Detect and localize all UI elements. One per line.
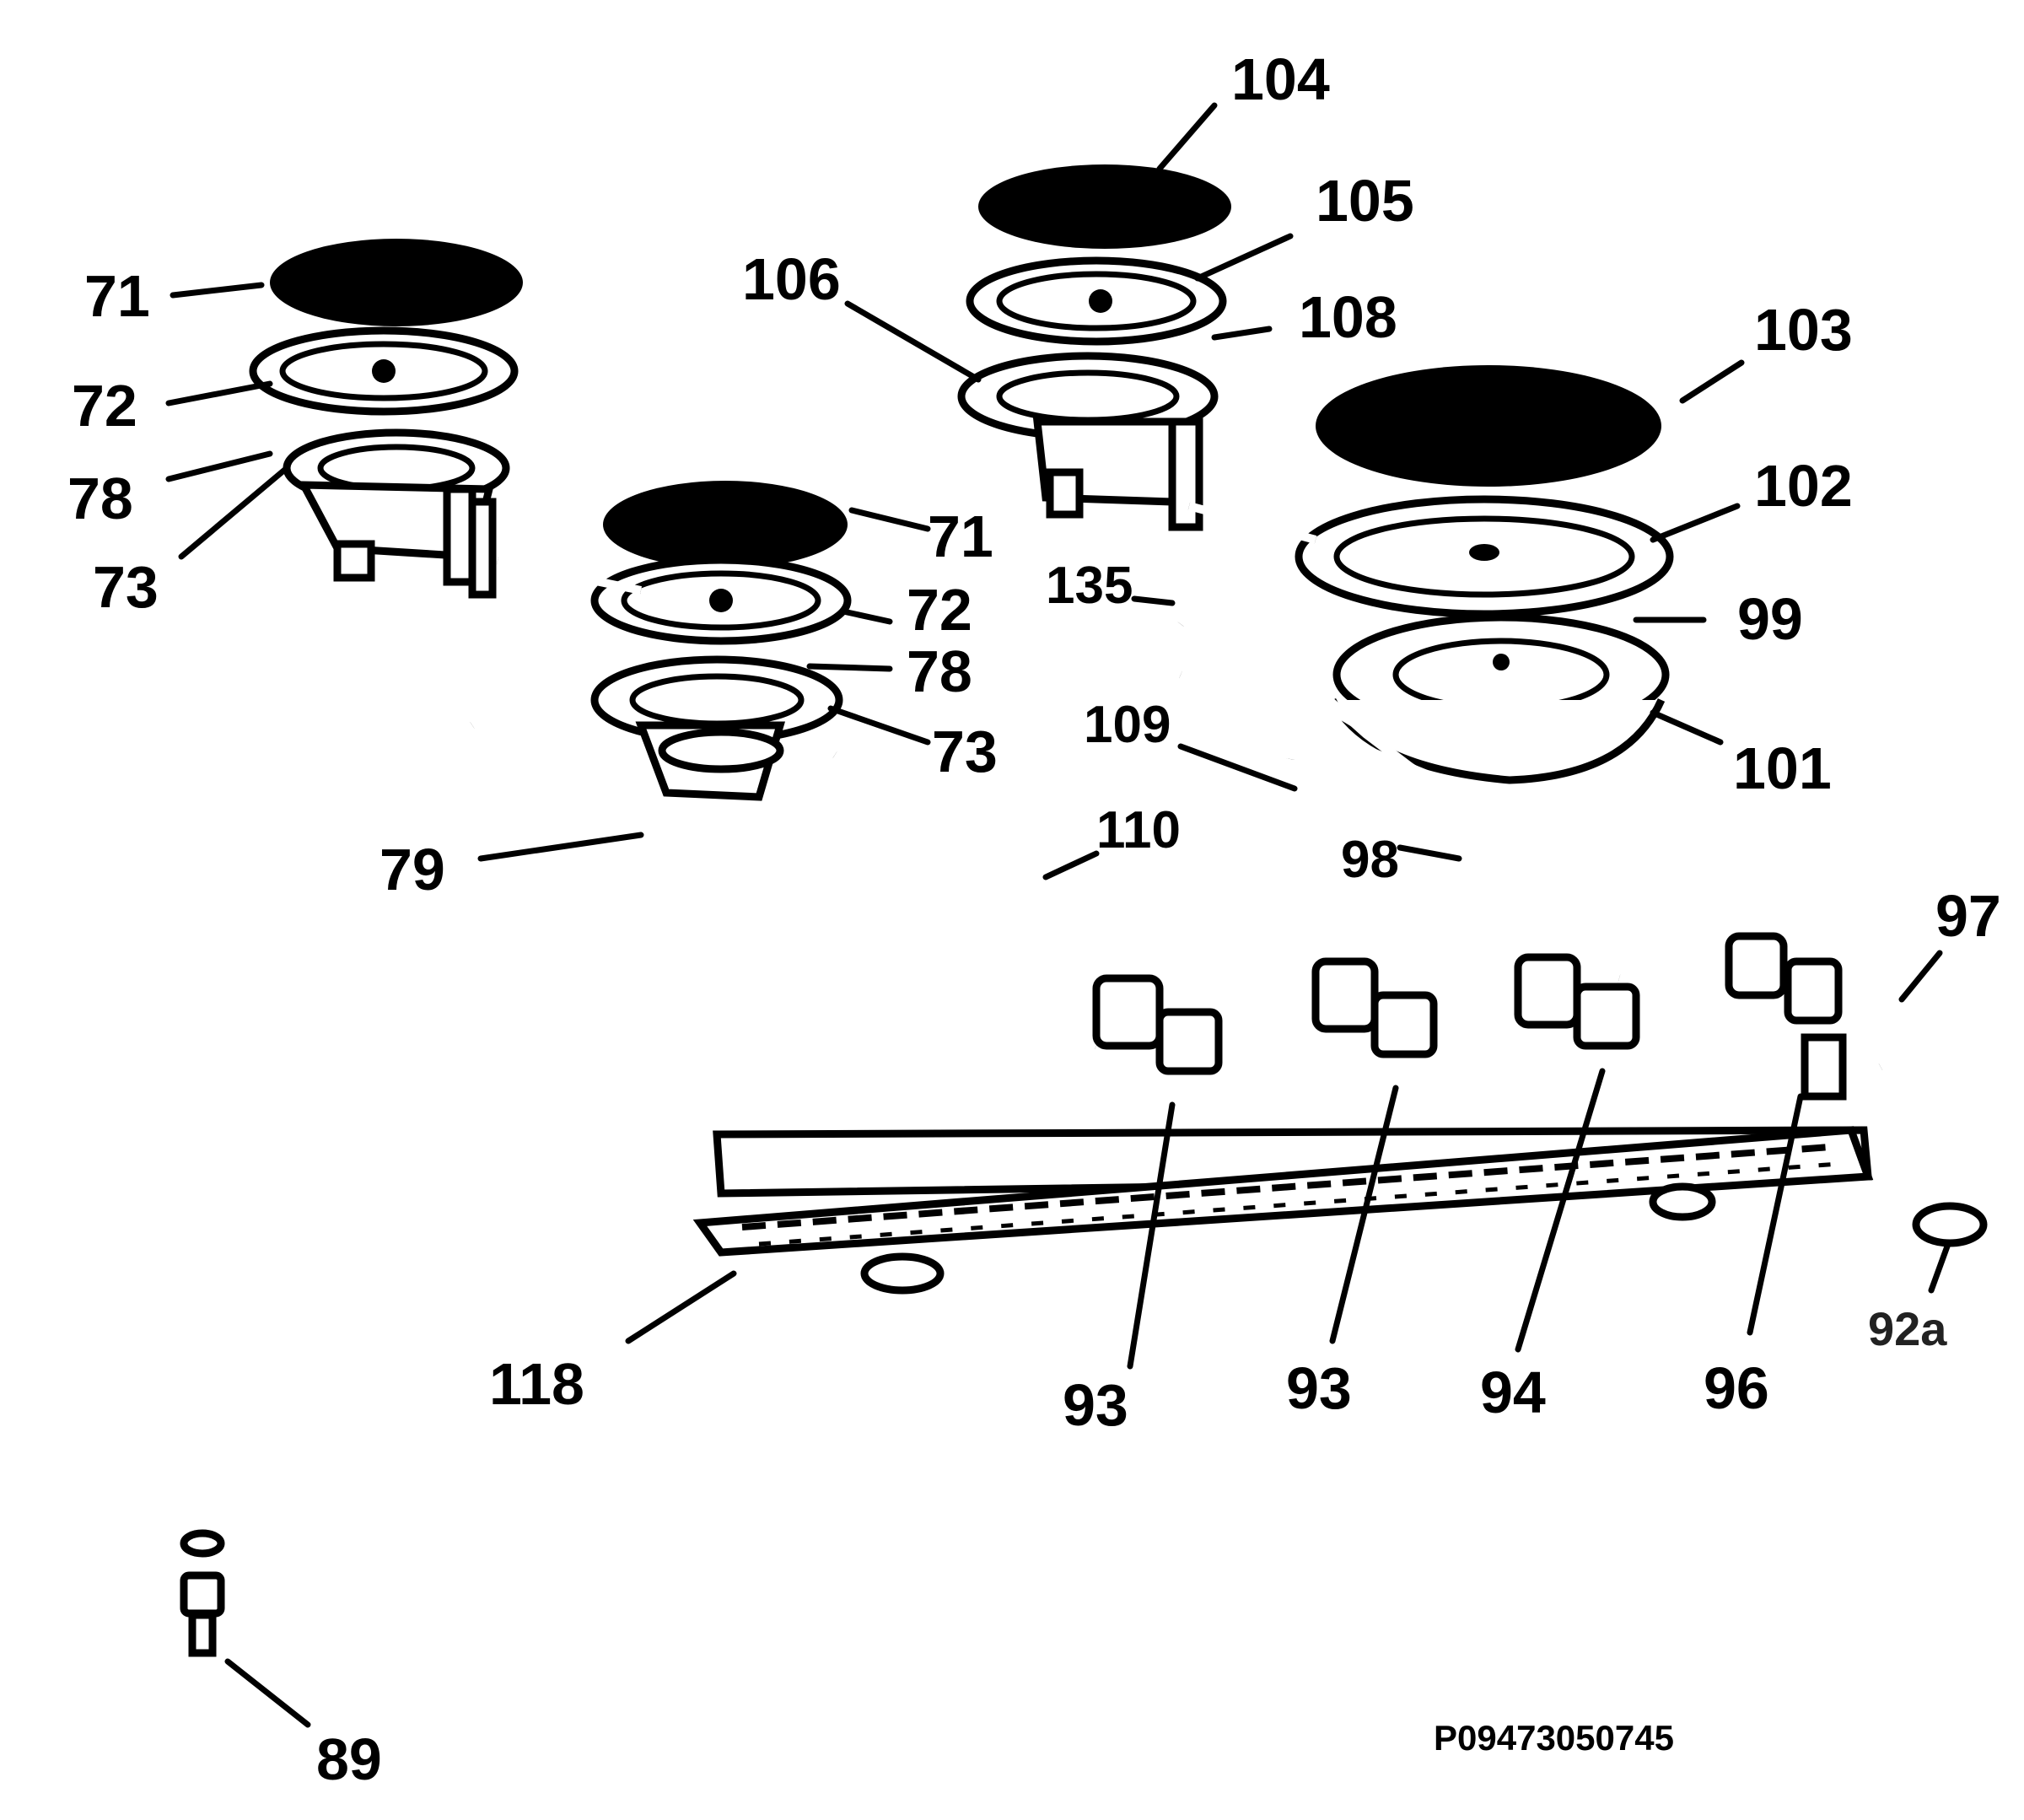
label-78-center: 78 — [907, 638, 972, 704]
burner-cap-71-left — [270, 239, 523, 326]
label-96: 96 — [1704, 1355, 1769, 1421]
burner-center-assembly — [590, 481, 852, 801]
label-105: 105 — [1316, 168, 1414, 234]
label-78-left: 78 — [67, 466, 133, 531]
label-110: 110 — [1096, 801, 1181, 859]
label-72-left: 72 — [72, 373, 137, 439]
burner-large-assembly — [1295, 365, 1674, 784]
label-97: 97 — [1935, 883, 2001, 949]
burner-cap-71-center — [603, 481, 848, 568]
leader-lines — [165, 102, 1951, 1728]
label-102: 102 — [1754, 453, 1853, 519]
manifold-assembly — [692, 1126, 1874, 1295]
label-93-second: 93 — [1286, 1355, 1352, 1421]
label-71-center: 71 — [928, 503, 993, 569]
part-89 — [180, 1529, 225, 1657]
label-73-left: 73 — [93, 554, 159, 620]
burner-cap-103 — [1316, 365, 1661, 487]
burner-left-assembly — [249, 239, 523, 599]
label-99: 99 — [1737, 586, 1803, 652]
label-79: 79 — [380, 837, 445, 902]
label-89: 89 — [316, 1726, 382, 1792]
label-73-center: 73 — [932, 719, 998, 784]
label-98: 98 — [1341, 831, 1399, 889]
label-106: 106 — [742, 246, 841, 312]
label-93-first: 93 — [1063, 1372, 1128, 1438]
label-109: 109 — [1084, 696, 1171, 754]
burner-cap-104 — [978, 164, 1231, 249]
label-135: 135 — [1046, 557, 1133, 615]
burner-top-assembly — [957, 164, 1231, 531]
label-94: 94 — [1480, 1360, 1546, 1425]
label-118: 118 — [489, 1351, 584, 1417]
pipe-110 — [832, 751, 1343, 983]
label-101: 101 — [1733, 735, 1832, 801]
label-92a: 92a — [1868, 1302, 1947, 1355]
part-92a — [1912, 1202, 1988, 1247]
part-labels: 71 72 78 73 71 72 78 73 104 105 108 106 … — [67, 46, 2001, 1792]
label-71-left: 71 — [84, 263, 150, 329]
label-103: 103 — [1754, 297, 1853, 363]
label-104: 104 — [1231, 46, 1330, 112]
gas-valves — [1092, 932, 1847, 1101]
drawing-code: P09473050745 — [1434, 1718, 1674, 1758]
label-72-center: 72 — [907, 577, 972, 643]
label-108: 108 — [1299, 284, 1397, 350]
